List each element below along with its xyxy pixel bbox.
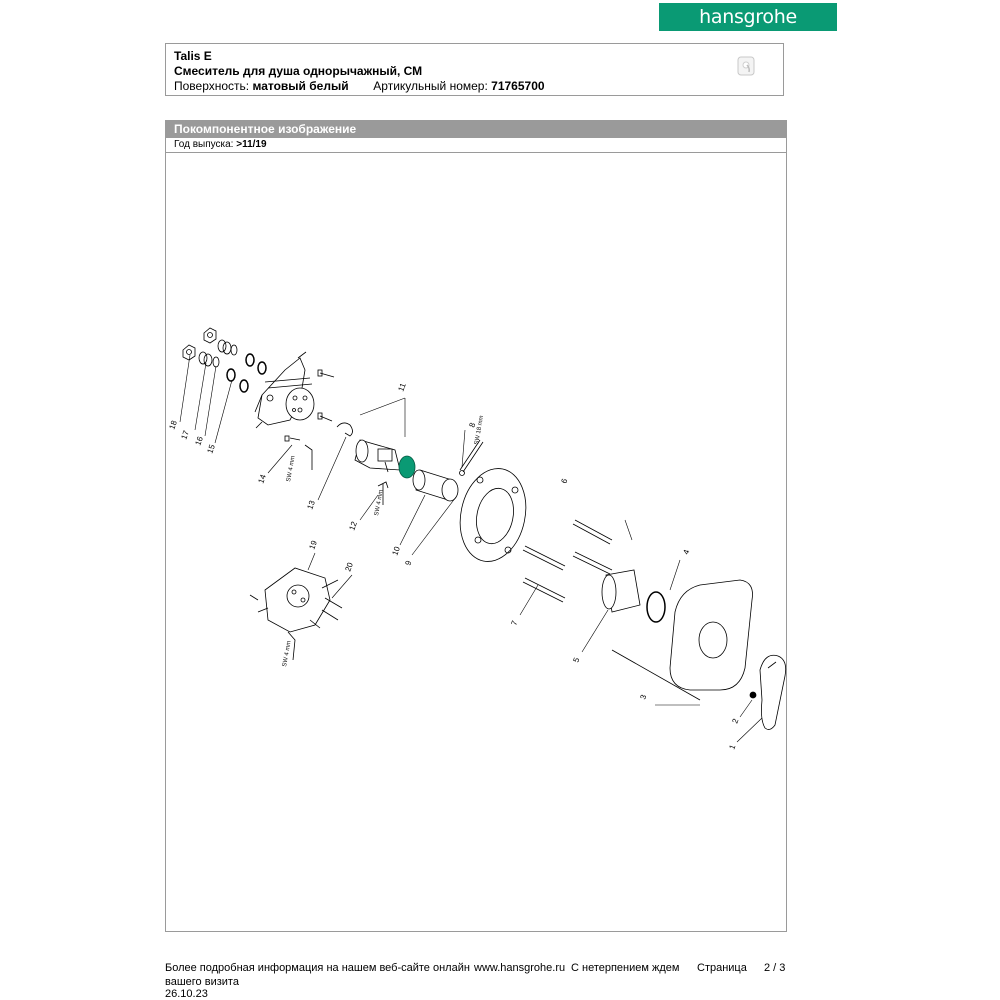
- part-12-allen-key: [377, 481, 389, 505]
- surface-label: Поверхность:: [174, 79, 250, 93]
- footer-website-link[interactable]: www.hansgrohe.ru: [474, 962, 566, 974]
- product-name: Talis E: [174, 49, 212, 63]
- part-15-oring: [226, 353, 267, 393]
- part-label-13: 13: [305, 499, 317, 511]
- part-label-10: 10: [390, 545, 402, 557]
- part-label-18: 18: [167, 419, 179, 431]
- allen-key-14: [304, 444, 313, 470]
- part-7-screw: [522, 577, 566, 603]
- allen-key-19: [287, 631, 296, 661]
- part-3-escutcheon: [611, 579, 753, 701]
- exploded-view-section: Покомпонентное изображение Год выпуска: …: [165, 120, 787, 932]
- footer-info: Более подробная информация на нашем веб-…: [165, 962, 470, 974]
- part-13-clip: [336, 422, 353, 437]
- part-11-cartridge: [354, 439, 401, 473]
- part-17-fitting: [198, 339, 232, 367]
- product-description: Смеситель для душа однорычажный, СМ: [174, 64, 423, 78]
- part-5-cover-sleeve: [601, 569, 641, 613]
- section-title: Покомпонентное изображение: [166, 121, 786, 138]
- part-label-6: 6: [559, 477, 569, 485]
- part-label-9: 9: [403, 559, 413, 567]
- tool-label-sw4-c: SW 4 mm: [282, 640, 292, 667]
- leader-lines: [179, 354, 763, 743]
- part-label-17: 17: [179, 429, 191, 441]
- part-label-16: 16: [193, 435, 205, 447]
- tool-label-sw4-a: SW 4 mm: [286, 455, 296, 482]
- footer-page-label: Страница: [697, 962, 747, 974]
- footer-visit-line1: С нетерпением ждем: [571, 962, 680, 974]
- part-2-screw: [749, 691, 757, 699]
- tool-label-sw18: SW 18 mm: [474, 415, 485, 445]
- valve-body: [254, 351, 315, 429]
- part-6-screws: [522, 519, 613, 575]
- product-header: Talis E Смеситель для душа однорычажный,…: [165, 43, 784, 96]
- article-label: Артикульный номер:: [373, 79, 488, 93]
- part-20-screws: [321, 597, 343, 621]
- part-label-4: 4: [681, 548, 691, 556]
- part-label-2: 2: [730, 717, 740, 725]
- product-attributes: Поверхность: матовый белый Артикульный н…: [174, 79, 545, 93]
- year-value: >11/19: [236, 139, 267, 150]
- footer-visit-line2: вашего визита: [165, 976, 239, 988]
- part-9-ring-plate: [459, 468, 527, 562]
- part-19-mounting-block: [249, 567, 339, 633]
- part-16-seal: [212, 344, 238, 368]
- part-18-nut: [182, 327, 217, 361]
- year-label: Год выпуска:: [174, 139, 234, 150]
- small-screws: [284, 369, 335, 442]
- part-label-20: 20: [343, 561, 355, 573]
- part-4-oring: [646, 591, 666, 623]
- part-label-11: 11: [396, 381, 407, 392]
- part-label-15: 15: [205, 443, 217, 455]
- part-label-1: 1: [727, 743, 737, 751]
- part-label-12: 12: [347, 520, 359, 532]
- part-10-sleeve: [412, 469, 459, 502]
- part-label-19: 19: [307, 539, 319, 551]
- product-thumbnail-icon: [737, 56, 755, 76]
- part-label-7: 7: [509, 619, 519, 627]
- footer-page-value: 2 / 3: [764, 962, 786, 974]
- article-value: 71765700: [491, 79, 545, 93]
- hansgrohe-logo: hansgrohe: [659, 3, 837, 31]
- part-1-lever: [759, 654, 787, 730]
- part-label-8: 8: [467, 421, 477, 429]
- surface-value: матовый белый: [252, 79, 349, 93]
- part-label-3: 3: [638, 693, 648, 701]
- tool-label-sw4-b: SW 4 mm: [374, 489, 384, 516]
- footer-date: 26.10.23: [165, 988, 208, 1000]
- part-label-14: 14: [256, 473, 268, 485]
- part-8-key: [459, 439, 484, 476]
- part-label-5: 5: [571, 656, 581, 664]
- release-year: Год выпуска: >11/19: [166, 138, 786, 153]
- green-adapter: [398, 455, 416, 479]
